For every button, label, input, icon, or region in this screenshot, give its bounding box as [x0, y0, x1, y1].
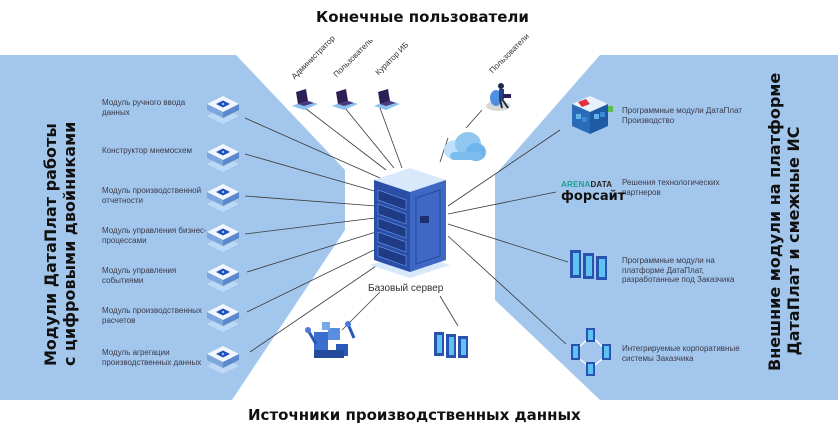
laptop-icon	[292, 89, 318, 110]
module-block-icon	[207, 96, 239, 124]
right-panel	[495, 55, 838, 400]
laptop-icon	[374, 89, 400, 110]
module-block-icon	[207, 184, 239, 212]
connector-line	[447, 191, 557, 215]
right-module-label: Программные модули на платформе ДатаПлат…	[622, 256, 735, 284]
module-block-icon	[207, 346, 239, 374]
connector-line	[244, 153, 379, 193]
left-module-label: Модуль управления событиями	[102, 266, 177, 285]
left-module-label: Конструктор мнемосхем	[102, 146, 193, 155]
left-panel	[0, 55, 345, 400]
module-block-icon	[207, 224, 239, 252]
left-module-label: Модуль ручного ввода данных	[102, 98, 186, 117]
module-block-icon	[207, 264, 239, 292]
connector-line	[447, 129, 561, 207]
connector-line	[447, 223, 569, 263]
left-panel-title-line2: с цифровыми двойниками	[60, 121, 79, 366]
connector-line	[439, 295, 459, 327]
connector-line	[244, 117, 381, 179]
connector-line	[246, 247, 379, 313]
left-panel-title-line1: Модули ДатаПлат работы	[41, 123, 60, 366]
cube-modules-icon	[572, 96, 613, 134]
right-panel-title-line1: Внешние модули на платформе	[765, 72, 784, 371]
connector-line	[379, 107, 403, 169]
connector-line	[304, 107, 387, 171]
laptop-icon	[332, 89, 358, 110]
arenadata-logo: ARENADATA	[561, 180, 613, 189]
right-module-label: Интегрируемые корпоративные системы Зака…	[622, 344, 740, 363]
right-module-label: Решения технологических партнеров	[622, 178, 720, 197]
left-module-label: Модуль производственной отчетности	[102, 186, 202, 205]
connector-line	[344, 107, 395, 169]
connector-lines	[244, 107, 569, 353]
connector-line	[447, 235, 567, 345]
integrated-systems-icon	[571, 328, 611, 376]
right-panel-title: Внешние модули на платформе ДатаПлат и с…	[765, 72, 803, 371]
left-panel-title: Модули ДатаПлат работы с цифровыми двойн…	[41, 121, 79, 366]
top-title: Конечные пользователи	[316, 8, 529, 26]
module-block-icon	[207, 144, 239, 172]
industrial-robots-icon	[305, 321, 356, 358]
left-module-label: Модуль производственных расчетов	[102, 306, 202, 325]
server-cluster-icon	[570, 250, 607, 280]
server-cluster-icon	[434, 332, 468, 358]
left-module-label: Модуль агрегации производственных данных	[102, 348, 202, 367]
bottom-title: Источники производственных данных	[248, 406, 581, 424]
base-server-label: Базовый сервер	[368, 283, 444, 294]
connector-line	[244, 217, 376, 235]
connector-line	[244, 195, 377, 207]
module-block-icon	[207, 304, 239, 332]
person-with-laptop-icon	[486, 83, 511, 111]
right-module-label: Программные модули ДатаПлат Производство	[622, 106, 742, 125]
connector-line	[249, 261, 383, 353]
left-module-label: Модуль управления бизнес-процессами	[102, 226, 207, 245]
connector-line	[246, 231, 377, 273]
connector-line	[465, 109, 483, 129]
cloud-icon	[444, 132, 486, 161]
forsite-logo: форсайт	[561, 189, 626, 204]
right-panel-title-line2: ДатаПлат и смежные ИС	[784, 126, 803, 356]
server-rack-icon	[370, 168, 450, 278]
